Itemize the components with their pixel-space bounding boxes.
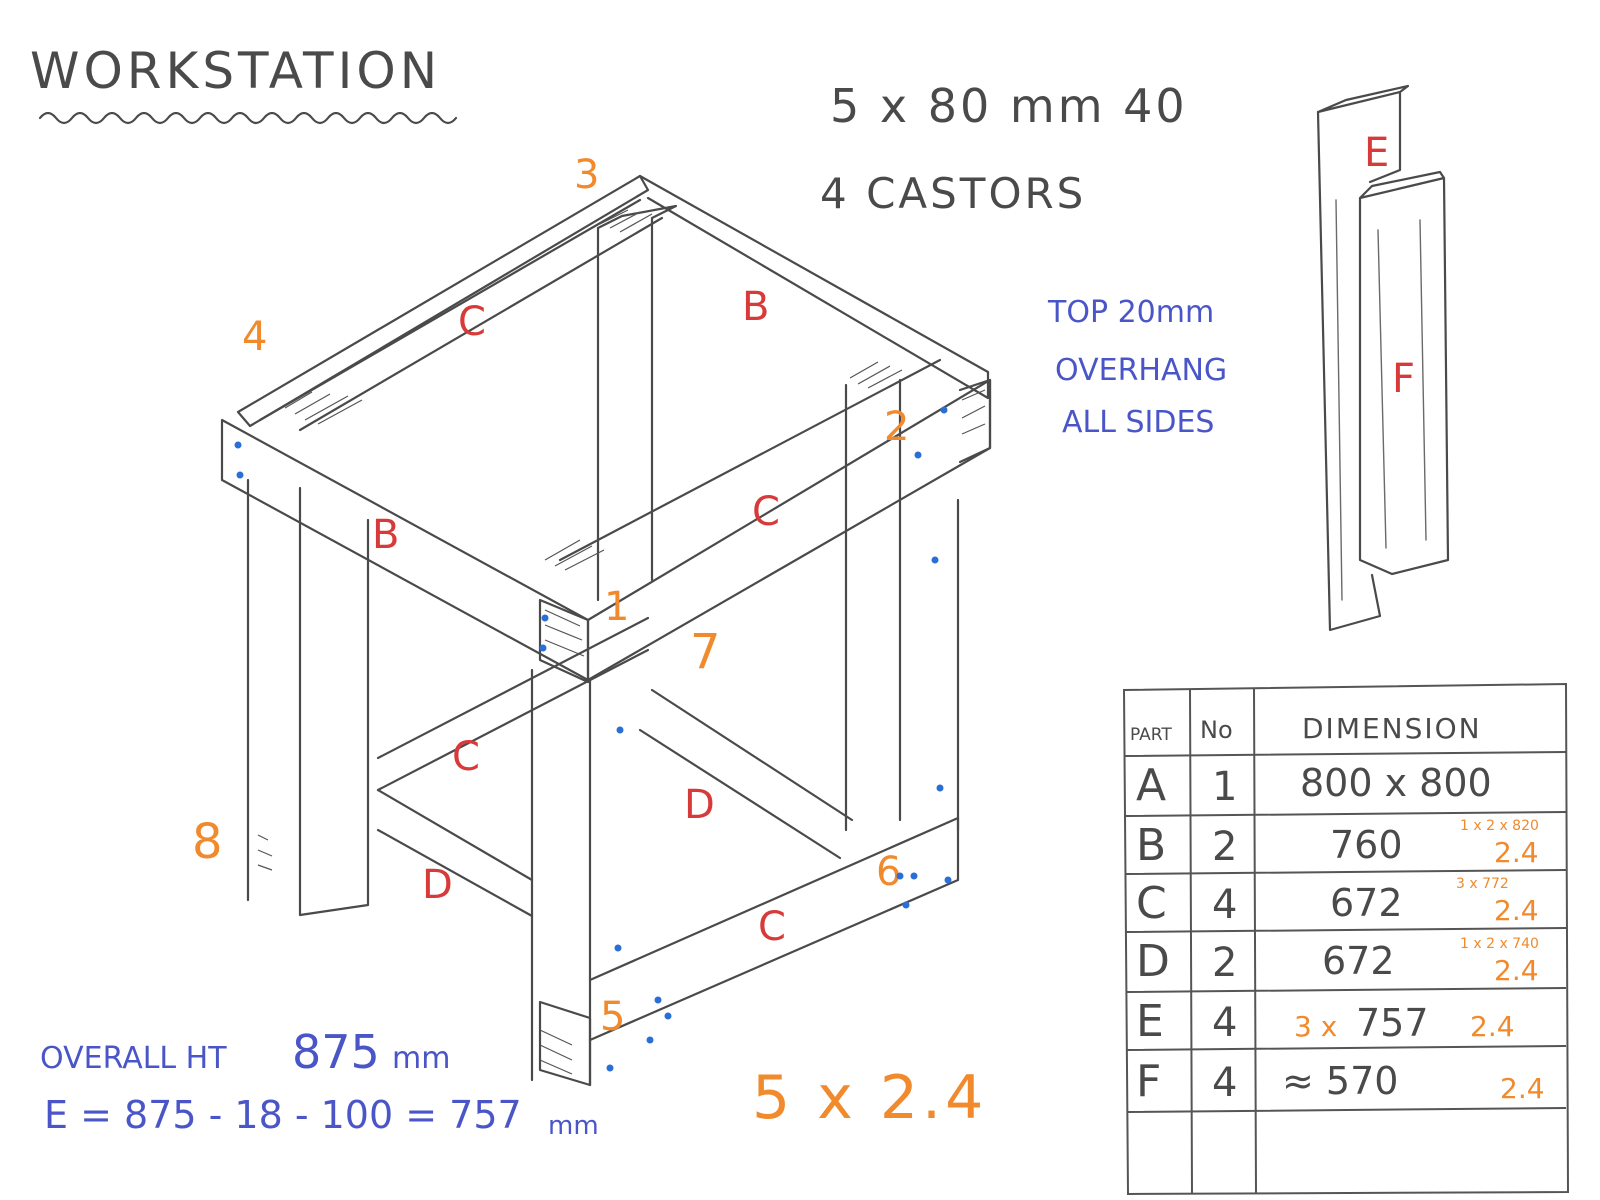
row-note-prefix: 3 x [1294,1010,1337,1043]
row-no: 2 [1212,940,1237,986]
row-part: C [1136,878,1167,929]
table-row: F 4 ≈ 570 2.4 [1136,1056,1545,1107]
row-note: 2.4 [1494,954,1539,987]
joint-8: 8 [192,814,223,870]
table-row: C 4 672 3 x 772 2.4 [1136,876,1539,929]
top-rail-end-grain-right [958,378,992,464]
row-note: 2.4 [1494,894,1539,927]
part-f-leg: F [1392,356,1415,402]
table-row: A 1 800 x 800 [1136,760,1492,811]
top-note-line-1: TOP 20mm [1047,295,1214,330]
top-rail-front [220,418,590,682]
table-header-part: PART [1130,725,1172,745]
row-dimension: 672 [1322,939,1395,983]
part-labels: C B B C C D D C [372,284,786,950]
row-no: 4 [1212,1060,1237,1106]
title-underline [38,111,458,125]
part-c-top-front: C [752,489,780,535]
row-note: 2.4 [1470,1010,1515,1043]
leg-back-right [844,378,902,832]
height-line-1-value: 875 [292,1025,380,1079]
row-no: 2 [1212,824,1237,870]
title: WORKSTATION [30,42,441,100]
part-b-top-front: B [372,512,399,558]
leg-detail: E F [1316,84,1450,632]
table-row: B 2 760 1 x 2 x 820 2.4 [1136,818,1539,871]
table-header-no: No [1200,716,1233,744]
row-dimension: ≈ 570 [1282,1059,1398,1103]
bottom-rail-left [376,788,534,918]
part-c-bottom-back: C [452,734,480,780]
screw-dots [234,406,952,1072]
end-grain-hatching [257,209,986,1075]
top-rail-back [236,174,650,428]
bottom-rail-front [588,816,960,1042]
frame-drawing [220,174,992,1087]
top-note-line-3: ALL SIDES [1062,405,1214,440]
leg-front-left [246,478,370,917]
part-c-top-back: C [458,299,486,345]
row-part: A [1136,760,1166,811]
row-dimension: 672 [1330,881,1403,925]
joint-6: 6 [876,849,901,895]
height-line-1-prefix: OVERALL HT [40,1041,227,1076]
leg-f [1358,170,1450,576]
table-row: D 2 672 1 x 2 x 740 2.4 [1136,936,1539,987]
row-note: 2.4 [1494,836,1539,869]
materials-line-2: 4 CASTORS [820,169,1086,218]
part-d-bottom-middle: D [684,782,715,828]
table-header-dimension: DIMENSION [1302,712,1482,745]
bottom-rail-back [376,616,650,792]
height-line-2-unit: mm [548,1111,599,1141]
joint-2: 2 [884,404,909,450]
row-part: B [1136,820,1166,871]
materials-line-1: 5 x 80 mm 40 [830,79,1188,133]
joint-1: 1 [604,584,629,630]
joint-4: 4 [242,314,267,360]
total-timber: 5 x 2.4 [752,1063,987,1133]
row-note: 2.4 [1500,1072,1545,1105]
table-row: E 4 3 x 757 2.4 [1136,996,1515,1047]
part-b-top-right: B [742,284,769,330]
row-part: F [1136,1056,1161,1107]
leg-front-right [530,498,960,1087]
joint-3: 3 [574,152,599,198]
top-note-line-2: OVERHANG [1055,353,1227,388]
table-column-lines [1189,687,1257,1195]
height-line-2: E = 875 - 18 - 100 = 757 [44,1093,522,1137]
top-rail-front-right [586,378,992,682]
top-rail-right [638,174,990,400]
row-note-small: 1 x 2 x 820 [1460,818,1539,834]
row-dimension: 760 [1330,823,1403,867]
joint-7: 7 [690,624,721,680]
row-no: 1 [1212,764,1237,810]
row-no: 4 [1212,882,1237,928]
row-part: E [1136,996,1164,1047]
part-d-bottom-left: D [422,862,453,908]
bottom-rail-end [538,1000,592,1087]
row-dimension: 757 [1356,1001,1429,1045]
bottom-rail-middle [638,688,854,860]
table-row-lines [1123,751,1567,1113]
row-note-small: 3 x 772 [1456,876,1509,892]
joint-5: 5 [600,994,625,1040]
row-dimension: 800 x 800 [1300,761,1492,805]
height-line-1-unit: mm [392,1041,450,1076]
table-outline [1122,682,1570,1196]
row-part: D [1136,936,1170,987]
part-e-leg: E [1364,130,1389,176]
leg-e [1316,84,1410,632]
parts-table: PART No DIMENSION A 1 800 x 800 B 2 760 … [1122,682,1570,1196]
joint-labels: 1 2 3 4 5 6 7 8 [192,152,909,1040]
part-c-bottom-front: C [758,904,786,950]
leg-grain [1335,199,1427,601]
top-rail-inner [258,198,942,562]
height-note: OVERALL HT 875 mm E = 875 - 18 - 100 = 7… [40,1025,599,1141]
leg-back-left [596,204,678,602]
row-note-small: 1 x 2 x 740 [1460,936,1539,952]
row-no: 4 [1212,1000,1237,1046]
